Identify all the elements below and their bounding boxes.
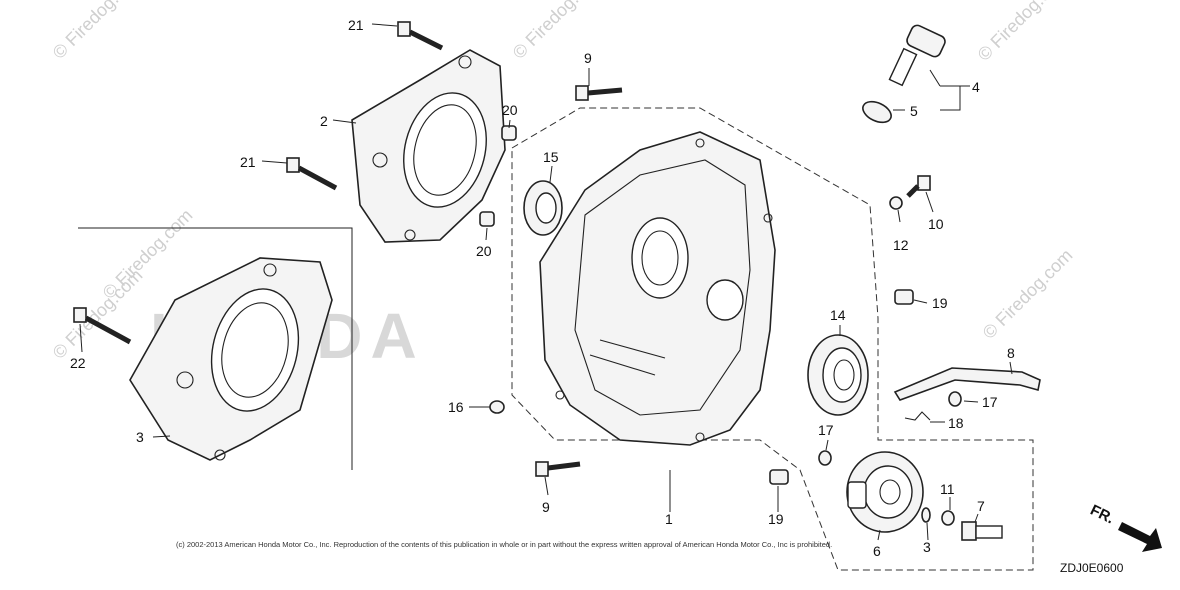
part-1-crankcase-cover (539, 131, 776, 446)
callout-19-upper: 19 (932, 295, 948, 311)
front-direction-arrow-icon (1118, 522, 1162, 552)
callout-19-lower: 19 (768, 511, 784, 527)
callout-2: 2 (320, 113, 328, 129)
watermark-3: © Firedog.com (974, 0, 1072, 65)
part-5-o-ring (862, 100, 892, 124)
callout-4: 4 (972, 79, 980, 95)
callout-16: 16 (448, 399, 464, 415)
part-21-bolt-lower (286, 157, 338, 191)
part-18-clip (904, 411, 931, 421)
callout-14: 14 (830, 307, 846, 323)
part-9-bolt-upper (575, 85, 623, 101)
part-11-washer (941, 510, 955, 526)
watermark-6: © Firedog.com (49, 265, 147, 363)
callout-15: 15 (543, 149, 559, 165)
part-17-washer-right (948, 391, 962, 407)
callout-8: 8 (1007, 345, 1015, 361)
part-20-dowel-pin-lower (479, 211, 495, 227)
callout-9-upper: 9 (584, 50, 592, 66)
part-7-pin (961, 521, 1003, 541)
watermark-5: © Firedog.com (979, 245, 1077, 343)
part-4-oil-filler-cap (888, 24, 946, 87)
part-12-washer (889, 196, 903, 210)
callout-17-right: 17 (982, 394, 998, 410)
part-19-dowel-pin-upper (894, 289, 914, 305)
assembly-outline (511, 107, 1034, 571)
part-20-dowel-pin-upper (501, 125, 517, 141)
callout-11: 11 (940, 481, 955, 497)
watermark-2: © Firedog.com (509, 0, 607, 63)
part-21-bolt-upper (397, 21, 444, 51)
callout-21-upper: 21 (348, 17, 364, 33)
part-6-governor-gear (846, 451, 924, 533)
callout-17-lower: 17 (818, 422, 834, 438)
callout-7: 7 (977, 498, 985, 514)
part-10-bolt (906, 175, 931, 198)
callout-5: 5 (910, 103, 918, 119)
callout-1: 1 (665, 511, 673, 527)
callout-9-lower: 9 (542, 499, 550, 515)
watermark-1: © Firedog.com (49, 0, 147, 63)
callout-12: 12 (893, 237, 909, 253)
part-15-oil-seal (523, 180, 563, 236)
callout-20-upper: 20 (502, 102, 518, 118)
callout-10: 10 (928, 216, 944, 232)
part-22-bolt (73, 307, 132, 345)
part-19-dowel-pin-lower (769, 469, 789, 485)
callout-3: 3 (136, 429, 144, 445)
copyright-notice: (c) 2002-2013 American Honda Motor Co., … (176, 540, 833, 549)
part-9-bolt-lower (535, 461, 581, 477)
part-2-flange-housing (351, 49, 506, 243)
part-13-clip (921, 507, 931, 523)
diagram-code: ZDJ0E0600 (1060, 561, 1124, 575)
part-16-washer (489, 400, 505, 414)
callout-20-lower: 20 (476, 243, 492, 259)
part-3-flange-housing (129, 257, 333, 461)
callout-6: 6 (873, 543, 881, 559)
part-3-box (78, 227, 353, 470)
callout-21-lower: 21 (240, 154, 256, 170)
part-14-bearing (807, 334, 869, 416)
part-8-governor-arm (893, 367, 1041, 401)
callout-3-lower: 3 (923, 539, 931, 555)
callout-18: 18 (948, 415, 964, 431)
callout-22: 22 (70, 355, 86, 371)
part-17-washer-lower (818, 450, 832, 466)
